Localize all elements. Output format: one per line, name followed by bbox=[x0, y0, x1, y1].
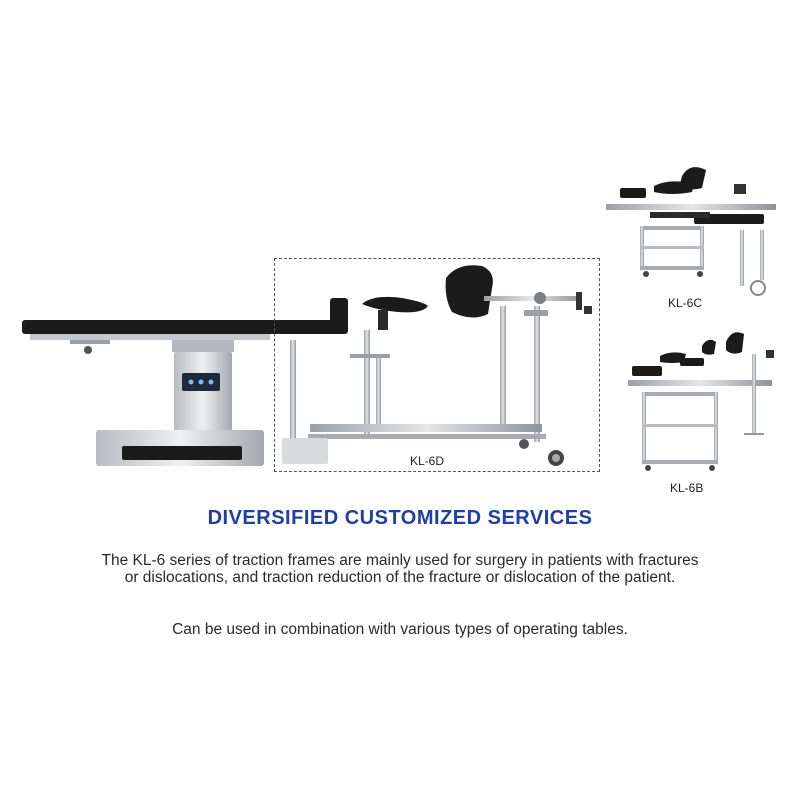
product-illustration bbox=[22, 167, 776, 471]
kl-6c-frame bbox=[606, 167, 776, 296]
compatibility-note: Can be used in combination with various … bbox=[172, 621, 628, 638]
kl-6d-frame bbox=[282, 265, 592, 466]
kl-6b-label: KL-6B bbox=[670, 481, 704, 495]
kl-6b-frame bbox=[628, 332, 774, 471]
headline: DIVERSIFIED CUSTOMIZED SERVICES bbox=[207, 507, 593, 529]
kl-6c-label: KL-6C bbox=[668, 296, 703, 310]
description: The KL-6 series of traction frames are m… bbox=[101, 552, 699, 586]
kl-6d-highlight-box bbox=[274, 258, 600, 472]
kl-6d-label: KL-6D bbox=[410, 454, 445, 468]
operating-table bbox=[22, 320, 348, 466]
